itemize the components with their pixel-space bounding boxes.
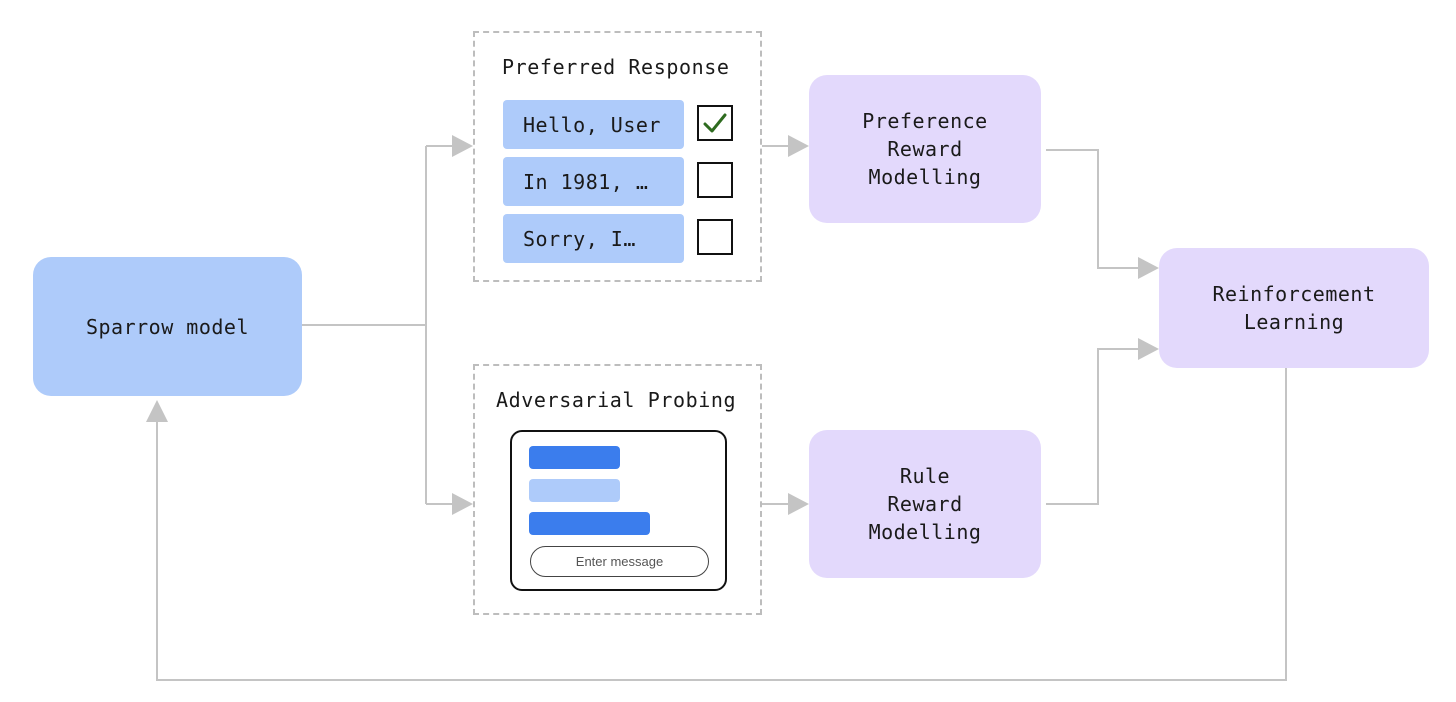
response-text: Hello, User	[523, 112, 661, 137]
connector-rl-to-sparrow	[156, 368, 1287, 681]
arrowhead-icon	[788, 135, 809, 157]
response-text: In 1981, …	[523, 169, 649, 194]
response-option: Sorry, I…	[503, 214, 684, 263]
checkmark-icon	[703, 113, 727, 133]
response-checkbox	[697, 219, 733, 255]
arrowhead-icon	[452, 135, 473, 157]
preference-reward-modelling-node: Preference Reward Modelling	[809, 75, 1041, 223]
chat-message-input: Enter message	[530, 546, 709, 577]
reinforcement-learning-node: Reinforcement Learning	[1159, 248, 1429, 368]
adversarial-probing-panel	[473, 364, 762, 615]
rule-reward-modelling-node: Rule Reward Modelling	[809, 430, 1041, 578]
connector-preference-rm-to-rl	[1046, 149, 1138, 269]
arrowhead-icon	[1138, 257, 1159, 279]
response-text: Sorry, I…	[523, 226, 636, 251]
preference-reward-modelling-label: Preference Reward Modelling	[862, 109, 988, 189]
connector-rule-rm-to-rl	[1046, 348, 1138, 505]
arrowhead-icon	[452, 493, 473, 515]
response-option: In 1981, …	[503, 157, 684, 206]
rule-reward-modelling-label: Rule Reward Modelling	[868, 464, 982, 544]
adversarial-probing-title: Adversarial Probing	[496, 388, 737, 412]
arrowhead-icon	[146, 400, 168, 422]
preferred-response-title: Preferred Response	[502, 55, 730, 79]
arrowhead-icon	[1138, 338, 1159, 360]
chat-window: Enter message	[510, 430, 727, 591]
chat-bubble	[529, 479, 620, 502]
preferred-response-panel	[473, 31, 762, 282]
response-option: Hello, User	[503, 100, 684, 149]
sparrow-model-label: Sparrow model	[85, 314, 250, 339]
response-checkbox	[697, 162, 733, 198]
chat-input-placeholder: Enter message	[575, 554, 664, 569]
reinforcement-learning-label: Reinforcement Learning	[1212, 282, 1376, 334]
sparrow-model-node: Sparrow model	[33, 257, 302, 396]
chat-bubble	[529, 512, 650, 535]
arrowhead-icon	[788, 493, 809, 515]
response-checkbox-checked	[697, 105, 733, 141]
chat-bubble	[529, 446, 620, 469]
